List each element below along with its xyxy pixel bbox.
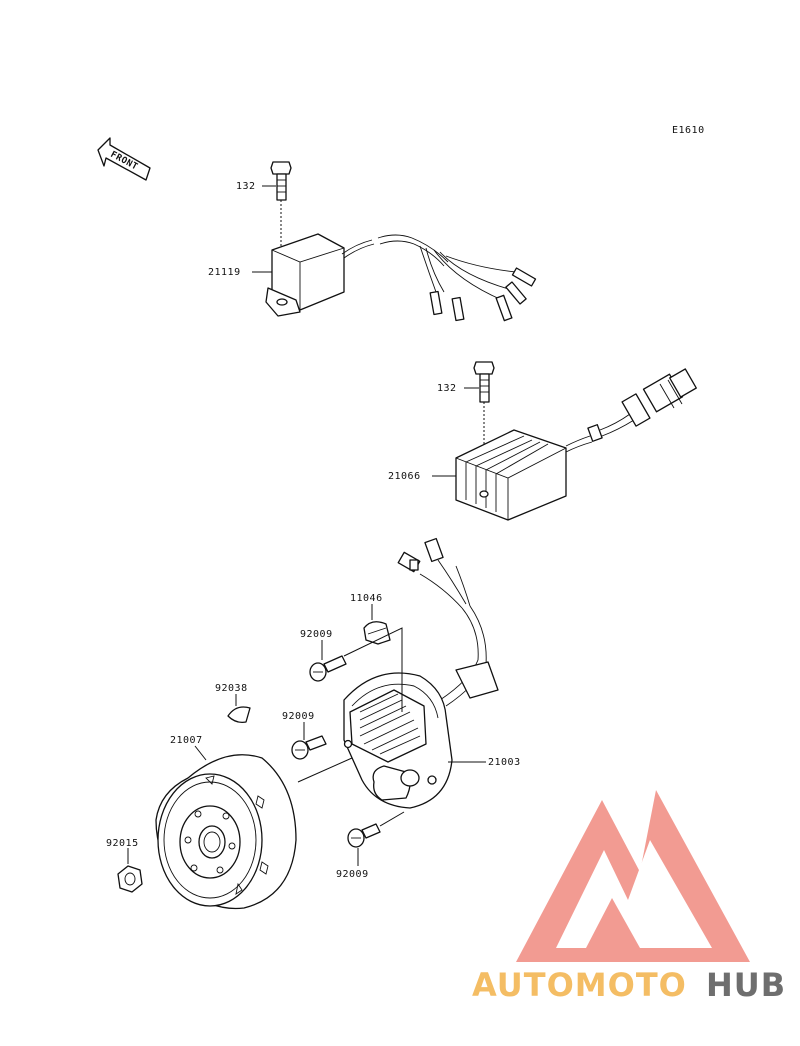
label-bolt-mid: 132: [437, 383, 457, 394]
screw-a-icon: [309, 655, 347, 682]
label-nut: 92015: [106, 838, 139, 849]
label-clamp: 11046: [350, 593, 383, 604]
woodruff-key-icon: [227, 706, 251, 724]
front-arrow-icon: FRONT: [97, 137, 151, 181]
logo-text-accent: HUB: [706, 966, 786, 1004]
label-bolt-a: 92009: [300, 629, 333, 640]
label-bolt-top: 132: [236, 181, 256, 192]
automotohub-logo: AUTOMOTO HUB: [472, 790, 786, 1004]
logo-text-primary: AUTOMOTO: [472, 966, 687, 1004]
label-ignitor: 21119: [208, 267, 241, 278]
label-stator: 21003: [488, 757, 521, 768]
diagram-code: E1610: [672, 125, 705, 136]
ignitor-unit-icon: [265, 233, 537, 322]
screw-b-icon: [291, 735, 327, 760]
stator-assembly-icon: [343, 537, 499, 809]
label-bolt-b: 92009: [282, 711, 315, 722]
label-bolt-c: 92009: [336, 869, 369, 880]
clamp-icon: [363, 621, 391, 645]
label-key: 92038: [215, 683, 248, 694]
regulator-rectifier-icon: [455, 368, 697, 521]
nut-icon: [117, 865, 143, 893]
flywheel-rotor-icon: [155, 754, 297, 910]
label-regulator: 21066: [388, 471, 421, 482]
label-flywheel: 21007: [170, 735, 203, 746]
screw-c-icon: [347, 811, 405, 848]
